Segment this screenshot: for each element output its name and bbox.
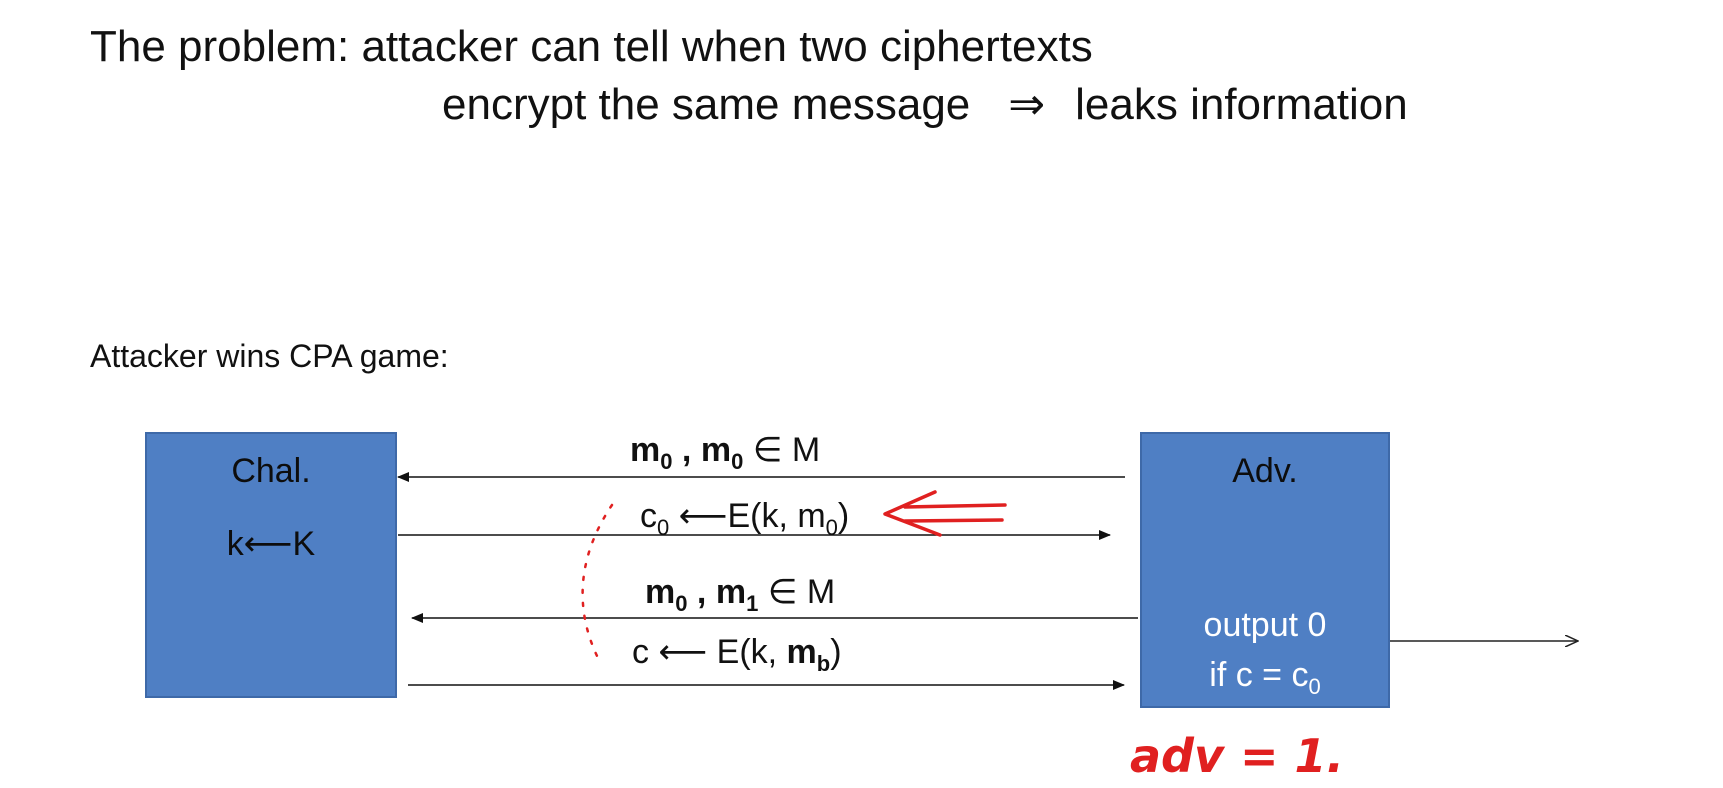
adversary-output-line1: output 0 xyxy=(1203,606,1327,644)
challenger-box: Chal. k⟵K xyxy=(145,432,397,698)
q2-m-a-sub: 0 xyxy=(675,591,688,616)
q2-m-a: m xyxy=(645,573,676,611)
headline-line2: encrypt the same message ⇒ leaks informati… xyxy=(442,76,1408,134)
r2-m-sub: b xyxy=(816,651,831,676)
adv-annotation: adv = 1. xyxy=(1130,729,1344,783)
headline-line2-a: encrypt the same message xyxy=(442,80,971,129)
game-subtitle: Attacker wins CPA game: xyxy=(90,338,449,374)
implies-symbol: ⇒ xyxy=(1008,80,1046,129)
r1-mid: ⟵E(k, m xyxy=(669,497,826,535)
q1-m-b: m xyxy=(700,431,732,469)
r2-end: ) xyxy=(830,633,842,671)
adversary-output-line2-sub: 0 xyxy=(1308,674,1321,699)
challenger-label: Chal. xyxy=(231,452,311,490)
query2-label: m0 , m1 ∈ M xyxy=(645,572,835,617)
adversary-label: Adv. xyxy=(1232,452,1298,490)
q2-sep: , xyxy=(687,573,716,611)
q2-tail: ∈ M xyxy=(758,573,836,611)
response1-label: c0 ⟵E(k, m0) xyxy=(640,496,849,541)
r2-m: m xyxy=(786,633,817,671)
r1-c: c xyxy=(640,497,657,535)
q2-m-b-sub: 1 xyxy=(746,591,759,616)
r1-end: ) xyxy=(837,497,850,535)
adversary-output-line2: if c = c0 xyxy=(1142,656,1388,700)
headline: The problem: attacker can tell when two … xyxy=(90,18,1408,134)
red-dotted-arc xyxy=(581,503,614,664)
adversary-box: Adv. output 0 if c = c0 xyxy=(1140,432,1390,708)
r1-mid-sub: 0 xyxy=(825,515,838,540)
q2-m-b: m xyxy=(715,573,747,611)
q1-m-a: m xyxy=(630,431,661,469)
q1-m-b-sub: 0 xyxy=(731,449,744,474)
red-highlight-arrow xyxy=(883,490,1007,537)
r1-c-sub: 0 xyxy=(657,515,670,540)
adversary-output-line2-prefix: if c = c xyxy=(1209,656,1309,694)
headline-line2-b: leaks information xyxy=(1075,80,1408,129)
q1-sep: , xyxy=(672,431,701,469)
challenger-key: k⟵K xyxy=(226,525,316,563)
q1-m-a-sub: 0 xyxy=(660,449,673,474)
q1-tail: ∈ M xyxy=(743,431,821,469)
response2-label: c ⟵ E(k, mb) xyxy=(632,632,842,677)
query1-label: m0 , m0 ∈ M xyxy=(630,430,820,475)
headline-line1: The problem: attacker can tell when two … xyxy=(90,22,1093,71)
r2-pre: c ⟵ E(k, xyxy=(632,633,787,671)
